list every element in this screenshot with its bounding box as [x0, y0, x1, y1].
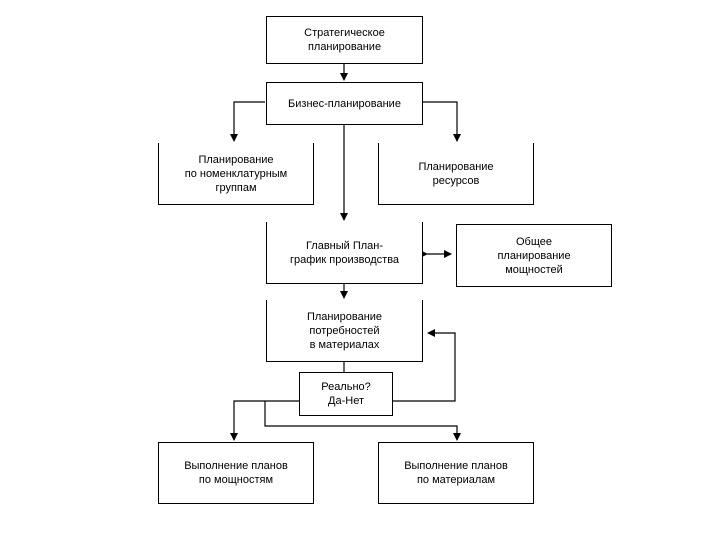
- arrow-business-to-nomenclature: [230, 101, 265, 142]
- node-strategic-planning: Стратегическое планирование: [266, 16, 423, 64]
- node-resource-planning: Планирование ресурсов: [378, 143, 534, 205]
- node-business-planning: Бизнес-планирование: [266, 82, 423, 125]
- node-nomenclature-planning: Планирование по номенклатурным группам: [158, 143, 314, 205]
- node-materials-execution: Выполнение планов по материалам: [378, 442, 534, 504]
- node-materials-requirements: Планирование потребностей в материалах: [266, 300, 423, 362]
- arrow-business-to-resources: [423, 101, 461, 142]
- arrow-realistic-to-exec-capacity: [230, 400, 299, 441]
- node-master-schedule: Главный План- график производства: [266, 222, 423, 284]
- node-capacity-execution: Выполнение планов по мощностям: [158, 442, 314, 504]
- node-capacity-planning: Общее планирование мощностей: [456, 224, 612, 287]
- node-realistic-decision: Реально? Да-Нет: [299, 372, 393, 416]
- arrow-realistic-to-exec-materials: [264, 401, 461, 441]
- arrow-realistic-feedback: [393, 329, 456, 402]
